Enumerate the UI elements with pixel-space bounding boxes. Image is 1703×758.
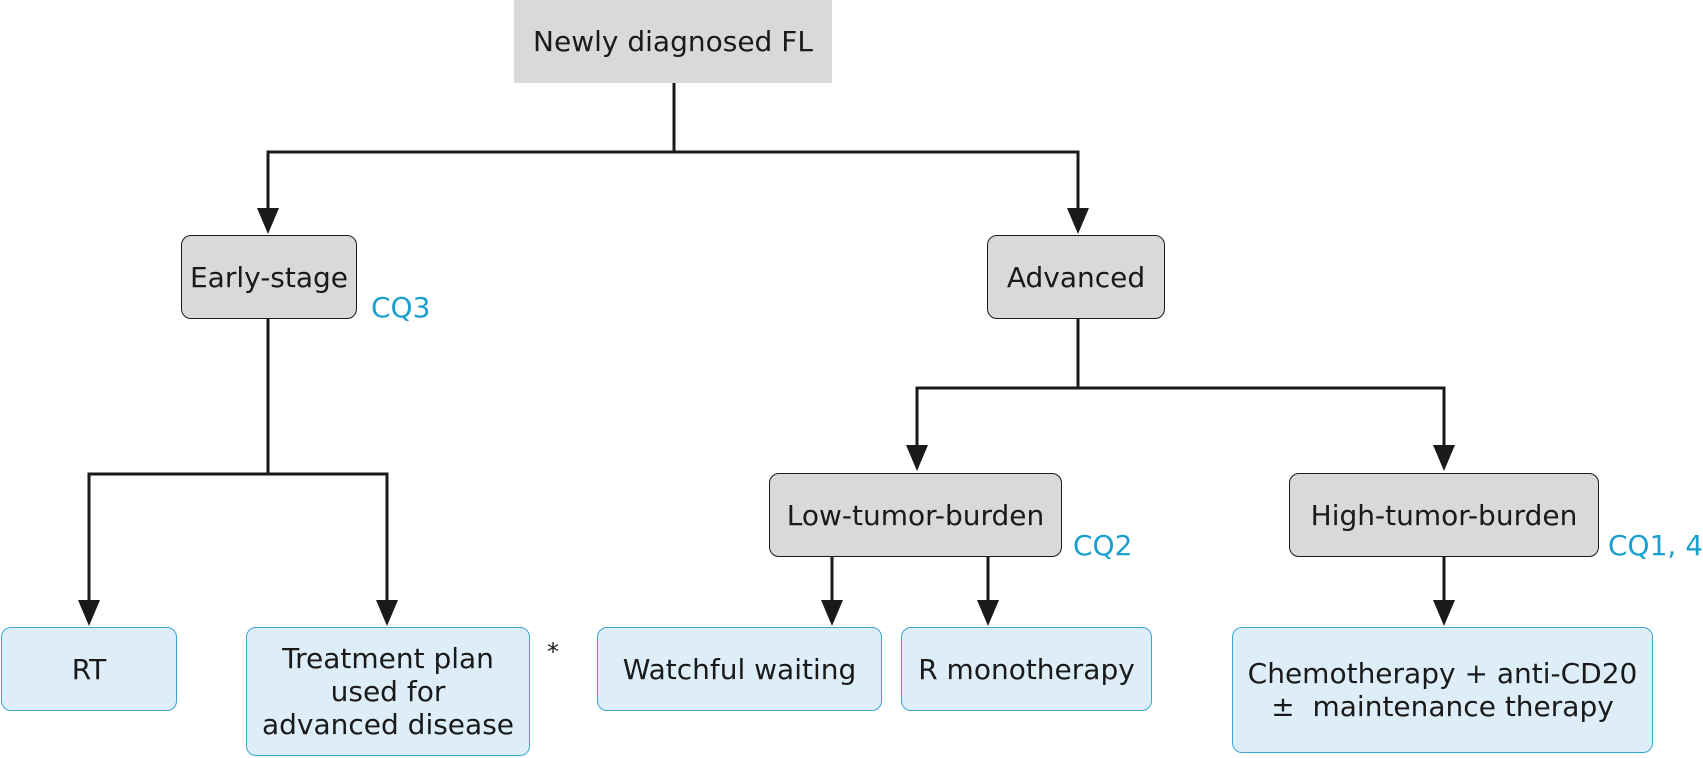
edge-root-to-advanced <box>674 150 1080 212</box>
edge-early-to-rt <box>87 472 268 603</box>
node-early-stage: Early-stage <box>181 235 357 319</box>
asterisk-note: * <box>547 638 559 666</box>
edge-advanced-to-low <box>915 386 1078 449</box>
edge-early-to-treatment <box>268 472 389 603</box>
arrowhead-advanced <box>1067 208 1089 234</box>
node-label: RT <box>71 652 107 686</box>
node-label-line-3: advanced disease <box>261 708 515 741</box>
node-watchful-waiting: Watchful waiting <box>597 627 882 711</box>
edge-root-to-early <box>266 150 674 212</box>
node-rt: RT <box>1 627 177 711</box>
node-label-line-2: ± maintenance therapy <box>1271 690 1614 723</box>
node-label: High-tumor-burden <box>1310 498 1578 532</box>
node-label: Low-tumor-burden <box>786 498 1045 532</box>
arrowhead-chemo <box>1433 600 1455 626</box>
node-low-tumor-burden: Low-tumor-burden <box>769 473 1062 557</box>
arrowhead-high <box>1433 445 1455 471</box>
node-label: R monotherapy <box>918 652 1135 686</box>
node-chemotherapy: Chemotherapy + anti-CD20 ± maintenance t… <box>1232 627 1653 753</box>
edge-advanced-to-high <box>1078 386 1446 449</box>
node-label: Early-stage <box>189 260 349 294</box>
arrowhead-rmono <box>977 600 999 626</box>
arrowhead-treatment <box>376 600 398 626</box>
cq-label-low-tumor-burden: CQ2 <box>1073 529 1133 562</box>
node-advanced: Advanced <box>987 235 1165 319</box>
node-label: Watchful waiting <box>622 652 857 686</box>
arrowhead-rt <box>78 600 100 626</box>
arrowhead-low <box>906 445 928 471</box>
cq-label-early-stage: CQ3 <box>371 291 431 324</box>
cq-label-high-tumor-burden: CQ1, 4 <box>1608 529 1703 562</box>
node-newly-diagnosed-fl: Newly diagnosed FL <box>514 0 832 83</box>
node-treatment-plan: Treatment plan used for advanced disease <box>246 627 530 756</box>
node-label-line-1: Chemotherapy + anti-CD20 <box>1247 657 1638 690</box>
node-label: Advanced <box>1006 260 1146 294</box>
node-r-monotherapy: R monotherapy <box>901 627 1152 711</box>
node-label: Newly diagnosed FL <box>533 25 813 58</box>
node-high-tumor-burden: High-tumor-burden <box>1289 473 1599 557</box>
node-label-line-1: Treatment plan <box>282 642 494 675</box>
node-label-line-2: used for <box>330 675 446 708</box>
arrowhead-early <box>257 208 279 234</box>
arrowhead-watchful <box>821 600 843 626</box>
